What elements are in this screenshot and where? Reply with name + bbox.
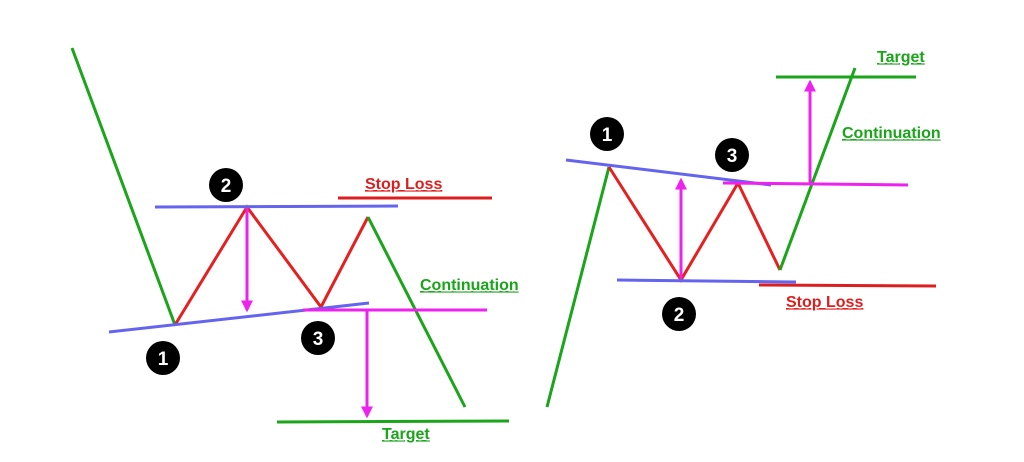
left-lower-trendline bbox=[108, 301, 370, 334]
left-marker-2-text: 2 bbox=[221, 176, 232, 197]
right-continuation-label: Continuation bbox=[842, 125, 941, 142]
right-zigzag-line bbox=[607, 166, 782, 283]
right-pattern: Target Continuation Stop Loss 1 2 3 bbox=[545, 48, 942, 408]
right-marker-3-text: 3 bbox=[727, 146, 738, 167]
left-stop-loss-label: Stop Loss bbox=[365, 176, 442, 193]
left-downtrend-line bbox=[70, 47, 177, 326]
left-marker-2: 2 bbox=[209, 168, 243, 202]
right-target-label: Target bbox=[877, 49, 925, 66]
left-pattern: Stop Loss Continuation Target 1 2 3 bbox=[70, 47, 520, 445]
left-continuation-label: Continuation bbox=[420, 277, 519, 294]
right-marker-2: 2 bbox=[662, 297, 696, 331]
left-marker-1: 1 bbox=[146, 341, 180, 375]
left-marker-3-text: 3 bbox=[313, 329, 324, 350]
right-stop-loss-line bbox=[758, 283, 937, 288]
left-zigzag-line bbox=[173, 204, 370, 326]
right-uptrend-line bbox=[545, 166, 611, 408]
right-breakout-line bbox=[722, 181, 909, 187]
left-upper-trendline bbox=[154, 204, 399, 209]
right-stop-loss-label: Stop Loss bbox=[786, 294, 863, 311]
right-lower-trendline bbox=[616, 278, 797, 284]
right-marker-3: 3 bbox=[715, 138, 749, 172]
right-marker-2-text: 2 bbox=[674, 305, 685, 326]
left-target-label: Target bbox=[382, 426, 430, 443]
right-upper-trendline bbox=[565, 158, 772, 187]
left-marker-3: 3 bbox=[301, 321, 335, 355]
right-marker-1: 1 bbox=[590, 117, 624, 151]
left-target-line bbox=[276, 419, 510, 424]
right-continuation-line bbox=[778, 67, 857, 271]
left-marker-1-text: 1 bbox=[158, 349, 169, 370]
left-continuation-line bbox=[366, 216, 467, 408]
right-marker-1-text: 1 bbox=[602, 125, 613, 146]
